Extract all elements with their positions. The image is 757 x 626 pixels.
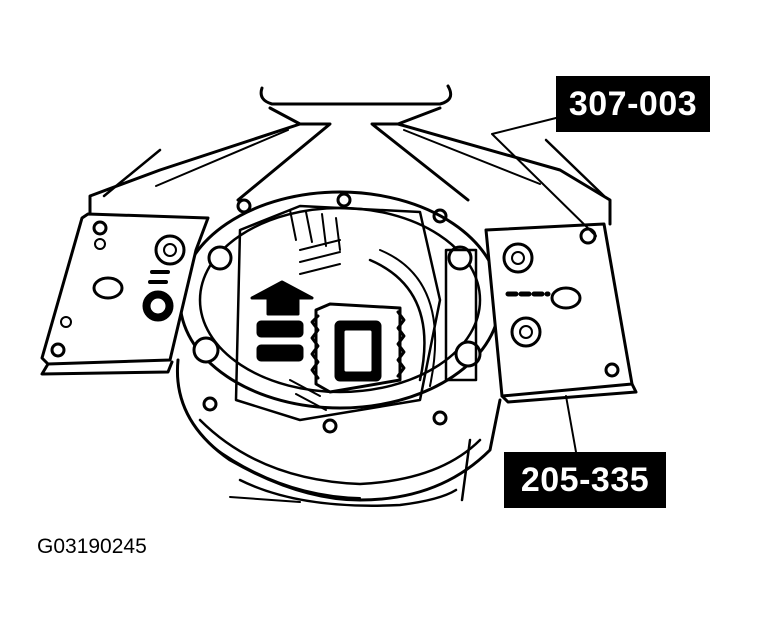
housing-bolts [192, 192, 482, 434]
callout-tool-307-003: 307-003 [556, 76, 710, 132]
differential-housing [175, 190, 502, 507]
direction-arrow [250, 280, 314, 362]
lifting-fixture [88, 84, 612, 226]
callout-tool-205-335: 205-335 [504, 452, 666, 508]
right-mounting-plate [484, 222, 638, 404]
differential-carrier [234, 204, 478, 422]
figure-id: G03190245 [37, 535, 147, 558]
callout-leaders [491, 117, 597, 453]
left-mounting-plate [40, 212, 210, 376]
